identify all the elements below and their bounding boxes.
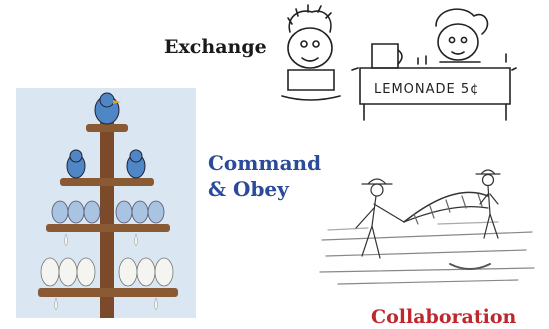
exchange-label: Exchange xyxy=(164,36,267,58)
command-obey-label: Command & Obey xyxy=(208,150,321,202)
command-label-line2: & Obey xyxy=(208,177,289,201)
collaboration-label: Collaboration xyxy=(371,306,517,328)
lemonade-sign-text: LEMONADE 5¢ xyxy=(374,82,479,97)
bird-hierarchy-tree-image xyxy=(16,88,196,318)
collaboration-sketch xyxy=(319,169,535,285)
command-label-line1: Command xyxy=(208,151,322,175)
lemonade-stand-cartoon: LEMONADE 5¢ xyxy=(281,4,517,121)
